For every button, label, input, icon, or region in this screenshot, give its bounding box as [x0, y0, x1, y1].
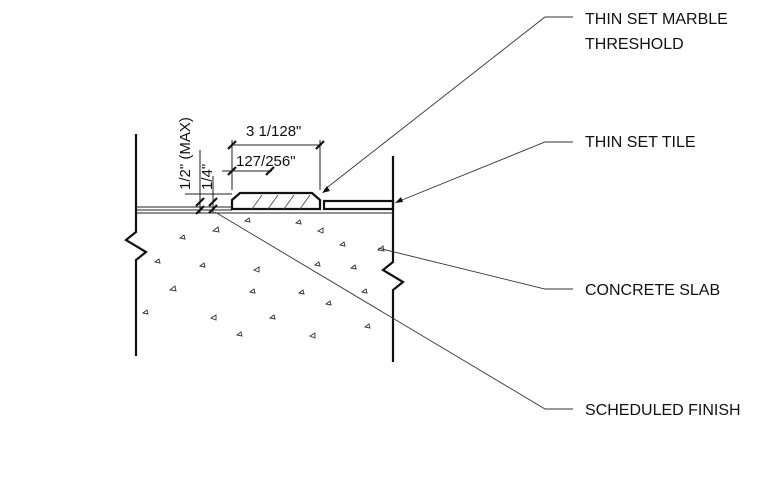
callout-marble-line1: THIN SET MARBLE: [585, 11, 728, 28]
callout-marble-line2: THRESHOLD: [585, 36, 684, 53]
left-wall-edge: [124, 134, 148, 356]
leader-tile: [395, 141, 573, 203]
thin-set-tile: [322, 199, 395, 211]
dimension-quarter-label: 1/4": [199, 164, 216, 190]
dimension-max-label: 1/2" (MAX): [177, 117, 194, 190]
concrete-aggregate: [141, 217, 385, 339]
dimension-half-width-label: 127/256": [236, 153, 296, 170]
marble-threshold: [230, 191, 322, 211]
dimension-width: [227, 140, 325, 190]
leader-marble: [322, 16, 573, 193]
right-wall-edge: [381, 156, 405, 362]
leader-slab: [377, 247, 573, 290]
dimension-width-label: 3 1/128": [246, 123, 301, 140]
leader-finish: [214, 211, 573, 410]
callout-finish: SCHEDULED FINISH: [585, 402, 741, 419]
dimension-half-width: [222, 166, 275, 176]
dimension-vertical: [185, 150, 232, 215]
callout-tile: THIN SET TILE: [585, 134, 696, 151]
callout-slab: CONCRETE SLAB: [585, 282, 720, 299]
